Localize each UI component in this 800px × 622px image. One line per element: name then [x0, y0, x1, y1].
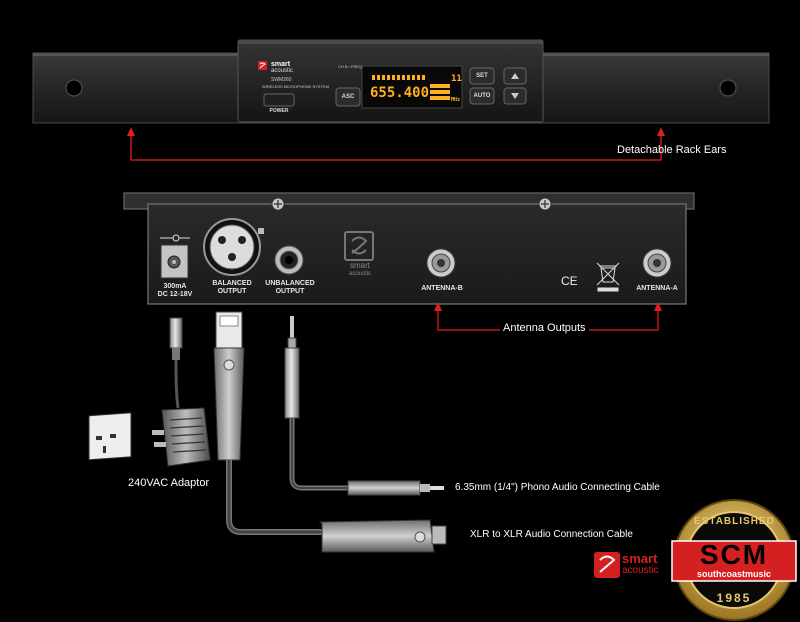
front-subtitle: WIRELESS MICROPHONE SYSTEM: [262, 84, 329, 89]
balanced-line1: BALANCED: [212, 280, 252, 287]
xlr-cable: [213, 311, 447, 553]
rack-ears-callout: [130, 132, 662, 161]
rear-logo-icon: [344, 231, 374, 261]
asc-button[interactable]: [335, 87, 361, 107]
antenna-outputs-label: Antenna Outputs: [500, 322, 589, 334]
arrow-up-antenna-a-icon: [654, 302, 662, 311]
set-label: SET: [476, 73, 488, 79]
auto-button[interactable]: [469, 87, 495, 105]
scm-badge-icon: [671, 499, 797, 621]
unbalanced-jack[interactable]: [274, 245, 304, 275]
dc-label-line1: 300mA: [163, 283, 187, 290]
ce-mark: CE: [561, 274, 578, 288]
set-button[interactable]: [469, 67, 495, 85]
screw-icon: [271, 197, 552, 211]
front-model: SWM260: [271, 77, 292, 83]
rear-panel: [123, 192, 695, 305]
antenna-b-connector[interactable]: [426, 248, 456, 278]
antenna-a-label: ANTENNA-A: [636, 285, 678, 292]
arrow-up-right-icon: [657, 127, 665, 136]
auto-label: AUTO: [473, 93, 491, 99]
front-brand-line2: acoustic: [271, 68, 294, 74]
smart-acoustic-logo-icon: [594, 552, 620, 578]
rear-logo-line1: smart: [350, 261, 370, 270]
phono-cable: [284, 316, 444, 496]
lcd-unit: MHz: [451, 97, 461, 103]
dc-label-line2: DC 12-18V: [157, 291, 193, 298]
balanced-line2: OUTPUT: [217, 288, 247, 295]
weee-bin-icon: [596, 262, 620, 292]
rack-hole-left-icon: [65, 79, 83, 97]
down-arrow-icon: [511, 93, 519, 99]
badge-year: 1985: [716, 591, 752, 605]
unbalanced-line1: UNBALANCED: [265, 280, 315, 287]
rack-hole-right-icon: [719, 79, 737, 97]
front-brand-line1: smart: [271, 61, 291, 68]
badge-name: southcoastmusic: [696, 569, 772, 579]
phono-cable-label: 6.35mm (1/4") Phono Audio Connecting Cab…: [455, 482, 660, 493]
asc-label: ASC: [341, 94, 355, 100]
lcd-rf-meter-icon: [372, 75, 450, 100]
power-button[interactable]: [263, 93, 295, 107]
power-label: POWER: [269, 108, 289, 114]
lcd-top-label: CH B / FREQ: [338, 64, 363, 69]
antenna-a-connector[interactable]: [642, 248, 672, 278]
xlr-cable-label: XLR to XLR Audio Connection Cable: [470, 529, 633, 540]
lcd-channel: 11: [451, 74, 462, 84]
rear-logo-line2: acoustic: [348, 271, 371, 277]
front-rack-unit: [32, 39, 770, 124]
lcd-frequency: 655.400: [370, 85, 430, 101]
arrow-up-antenna-b-icon: [434, 302, 442, 311]
wall-socket-icon: [88, 412, 132, 461]
xlr-balanced-connector[interactable]: [203, 218, 264, 276]
rack-ears-label: Detachable Rack Ears: [617, 144, 727, 156]
brand-smart-text: smart: [622, 551, 658, 566]
power-adaptor: [152, 407, 211, 467]
dc-plug-cable: [169, 317, 183, 409]
badge-established: ESTABLISHED: [694, 516, 775, 527]
badge-initials: SCM: [699, 539, 769, 570]
arrow-up-left-icon: [127, 127, 135, 136]
up-arrow-icon: [511, 73, 519, 79]
unbalanced-line2: OUTPUT: [275, 288, 305, 295]
polarity-icon: [160, 234, 190, 242]
adaptor-label: 240VAC Adaptor: [128, 477, 210, 489]
antenna-b-label: ANTENNA-B: [421, 285, 463, 292]
brand-acoustic-text: acoustic: [622, 565, 659, 576]
